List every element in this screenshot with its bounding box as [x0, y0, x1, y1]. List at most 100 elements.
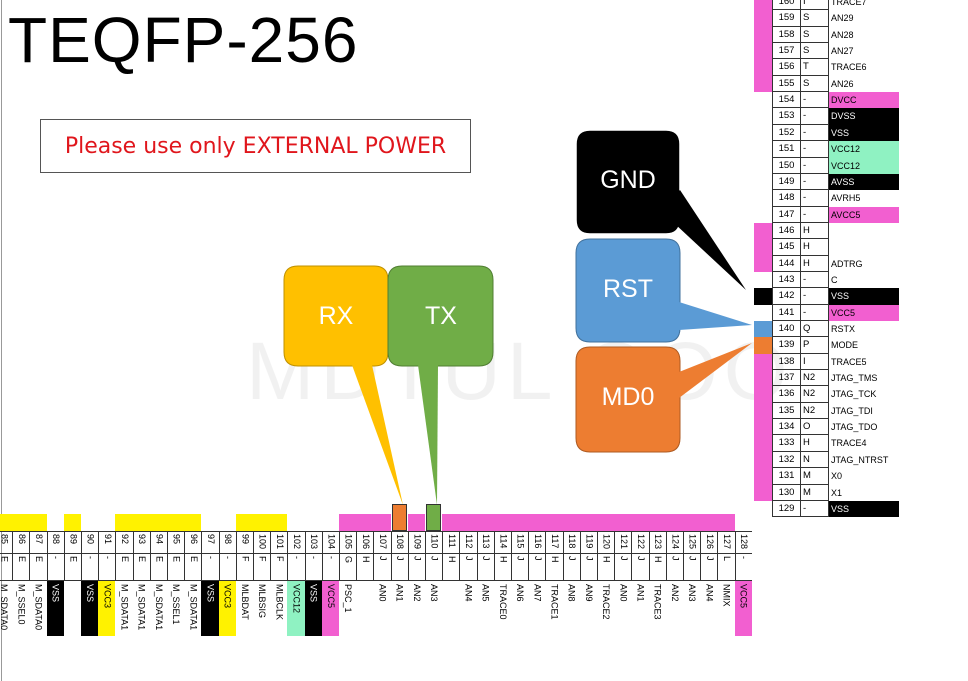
- bottom-pin-number-cell: 100: [253, 531, 271, 553]
- bottom-pin-color-marker: [305, 514, 322, 531]
- right-pin-type: H: [800, 239, 828, 256]
- bottom-pin-signal-cell: TRACE2: [597, 581, 614, 651]
- bottom-pin-signal-cell: VSS: [304, 581, 322, 636]
- right-pin-signal: X0: [828, 468, 899, 485]
- right-pin-color-marker: [754, 92, 772, 108]
- right-pin-type: -: [800, 141, 828, 158]
- right-pin-signal: TRACE6: [828, 59, 899, 76]
- bottom-pin-color-marker: [683, 514, 701, 531]
- bottom-pin-type: -: [205, 556, 216, 559]
- bottom-pin-type-cell: J: [562, 553, 580, 581]
- bottom-pin-type: E: [137, 556, 148, 563]
- bottom-pin-number-cell: 90: [81, 531, 99, 553]
- bottom-pin-type: J: [515, 556, 526, 561]
- right-pin-signal: VSS: [828, 500, 899, 518]
- bottom-pin-signal: TRACE0: [497, 584, 508, 620]
- right-pin-color-marker: [754, 321, 772, 338]
- bottom-pin-type-cell: J: [511, 553, 529, 581]
- right-pin-number: 133: [772, 435, 800, 452]
- right-pin-signal: VSS: [828, 124, 899, 142]
- right-pin-number: 142: [772, 288, 800, 305]
- bottom-pin-type: J: [395, 556, 406, 561]
- bottom-pin-signal-cell: VCC5: [734, 581, 752, 636]
- bottom-pin-signal: AN4: [704, 584, 715, 602]
- bottom-pin-color-marker: [493, 514, 511, 531]
- bottom-pin-type-cell: J: [683, 553, 701, 581]
- right-pin-signal: AN29: [828, 10, 899, 27]
- right-pin-signal: DVSS: [828, 108, 899, 125]
- bottom-pin-signal-cell: M_SDATA1: [184, 581, 201, 651]
- bottom-pin-signal: M_SDATA0: [0, 584, 10, 631]
- bottom-pin-signal-cell: AN0: [614, 581, 631, 651]
- right-pin-signal: MODE: [828, 337, 899, 354]
- bottom-pin-signal: AN4: [463, 584, 474, 602]
- bottom-pin-number-cell: 121: [614, 531, 632, 553]
- bottom-pin-signal-cell: AN3: [425, 581, 442, 651]
- right-pin-number: 143: [772, 271, 800, 289]
- right-pin-color-marker: [754, 190, 772, 206]
- bottom-pin-number: 93: [137, 534, 148, 545]
- right-pin-type: T: [800, 59, 828, 76]
- bottom-pin-number-cell: 96: [184, 531, 202, 553]
- bottom-pin-color-marker: [12, 514, 30, 531]
- bottom-pin-color-marker: [29, 514, 47, 531]
- bottom-pin-signal: AN0: [377, 584, 388, 602]
- bottom-pin-type-cell: E: [63, 553, 81, 581]
- bottom-pin-number: 87: [33, 534, 44, 545]
- bottom-pin-color-marker: [476, 514, 494, 531]
- bottom-pin-type-cell: H: [597, 553, 615, 581]
- bottom-pin-number-cell: 103: [304, 531, 322, 553]
- right-pin-signal: AVRH5: [828, 190, 899, 207]
- bottom-pin-number-cell: 105: [339, 531, 357, 553]
- bottom-pin-signal: VSS: [205, 584, 216, 603]
- bottom-pin-signal: NMIX: [721, 584, 732, 607]
- bottom-pin-signal-cell: TRACE0: [494, 581, 511, 651]
- bottom-pin-signal-cell: VSS: [46, 581, 64, 636]
- bottom-pin-signal-cell: AN4: [459, 581, 476, 651]
- right-pin-color-marker: [754, 402, 772, 420]
- bottom-pin-signal: AN9: [583, 584, 594, 602]
- bottom-pin-signal: M_SDATA1: [119, 584, 130, 631]
- right-pin-number: 150: [772, 157, 800, 174]
- bottom-pin-number: 88: [51, 534, 62, 545]
- bottom-pin-signal-cell: AN7: [528, 581, 545, 651]
- right-pin-row: 129-VSS: [754, 500, 899, 518]
- right-pin-color-marker: [754, 272, 772, 288]
- bottom-pin-number-cell: 88: [46, 531, 64, 553]
- bottom-pin-number-cell: 120: [597, 531, 615, 553]
- bottom-pin-type: J: [532, 556, 543, 561]
- bottom-pin-type: F: [274, 556, 285, 562]
- bottom-pin-color-marker: [63, 514, 81, 531]
- bottom-pin-number-cell: 112: [459, 531, 477, 553]
- bottom-pin-signal: M_SDATA1: [136, 584, 147, 631]
- bottom-pin-signal-cell: M_SDATA1: [115, 581, 132, 651]
- right-pin-signal: AVCC5: [828, 206, 899, 223]
- right-pin-color-marker: [754, 353, 772, 371]
- right-pin-type: -: [800, 304, 828, 322]
- callout-gnd-label: GND: [600, 166, 656, 194]
- right-pin-row: 148-AVRH5: [754, 190, 899, 207]
- right-pin-type: I: [800, 0, 828, 11]
- bottom-pin-color-marker: [459, 514, 477, 531]
- bottom-pin-number: 117: [549, 534, 560, 549]
- bottom-pin-signal-cell: VCC3: [218, 581, 236, 636]
- bottom-pin-number-cell: 89: [63, 531, 81, 553]
- bottom-pin-number: 124: [670, 534, 681, 550]
- bottom-pin-type: G: [343, 556, 354, 564]
- right-pin-type: S: [800, 43, 828, 60]
- right-pin-color-marker: [754, 10, 772, 27]
- bottom-pin-number-cell: 91: [98, 531, 116, 553]
- right-pin-color-marker: [754, 75, 772, 93]
- right-pin-number: 145: [772, 239, 800, 256]
